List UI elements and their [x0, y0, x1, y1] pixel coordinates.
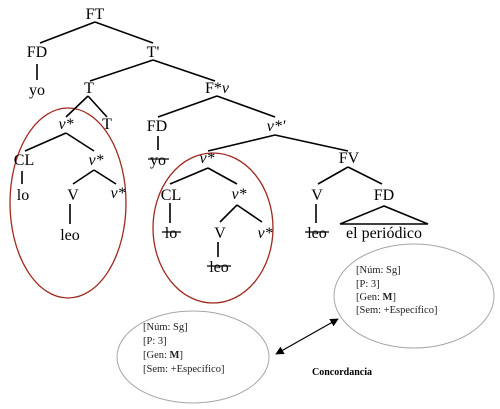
node-fd-subject: FD — [27, 44, 47, 61]
node-cl-middle: CL — [161, 187, 181, 204]
agreement-arrow — [275, 318, 339, 355]
node-v-left: V — [67, 187, 79, 204]
feature-gender-left: [Gen: M] — [143, 350, 183, 361]
feature-num-left: [Núm: Sg] — [143, 322, 188, 333]
caption-concordancia: Concordancia — [312, 367, 372, 378]
node-f-v: F*v — [205, 80, 230, 97]
node-cl-left: CL — [14, 152, 34, 169]
node-fd-right: FD — [374, 187, 394, 204]
node-fd-middle: FD — [147, 118, 167, 135]
feature-bundle-right: [Núm: Sg] [P: 3] [Gen: M] [Sem: +Específ… — [356, 265, 437, 316]
circled-constituent-left — [9, 107, 127, 299]
circled-constituent-middle — [152, 152, 274, 304]
feature-num-right: [Núm: Sg] — [356, 265, 401, 276]
node-root-ft: FT — [86, 6, 105, 23]
node-v-star-left: v* — [58, 116, 73, 133]
node-t-head: T — [102, 116, 112, 133]
feature-bundle-left: [Núm: Sg] [P: 3] [Gen: M] [Sem: +Específ… — [143, 322, 224, 375]
node-fv: FV — [339, 150, 360, 167]
leaf-el-periodico: el periódico — [346, 225, 422, 242]
feature-person-left: [P: 3] — [143, 336, 167, 347]
leaf-lo-struck: lo — [165, 225, 177, 242]
feature-bubble-right — [333, 243, 495, 349]
node-v-star-bar: v*' — [267, 118, 286, 135]
leaf-leo-struck-middle: leo — [209, 259, 229, 276]
node-v-star-left-c: v* — [110, 185, 125, 202]
feature-gender-right: [Gen: M] — [356, 292, 396, 303]
feature-sem-left: [Sem: +Específico] — [143, 364, 224, 375]
node-t-bar: T' — [147, 44, 160, 61]
node-v-star-middle-c: v* — [257, 225, 272, 242]
tree-edges — [21, 21, 429, 257]
leaf-lo-left: lo — [17, 187, 29, 204]
node-v-star-middle-b: v* — [231, 186, 246, 203]
leaf-yo: yo — [29, 82, 45, 99]
leaf-leo-struck-right: leo — [307, 225, 327, 242]
node-t: T — [84, 80, 94, 97]
leaf-yo-struck: yo — [150, 152, 166, 169]
node-v-star-left-b: v* — [88, 152, 103, 169]
node-v-star-middle: v* — [199, 150, 214, 167]
node-v-right: V — [311, 187, 323, 204]
feature-bubble-left — [116, 310, 270, 404]
leaf-leo-left: leo — [60, 227, 80, 244]
feature-sem-right: [Sem: +Específico] — [356, 305, 437, 316]
feature-person-right: [P: 3] — [356, 279, 380, 290]
node-v-middle: V — [214, 225, 226, 242]
tree-nodes: FT FD T' yo T F*v v* T FD v*' CL v* yo v… — [14, 6, 422, 276]
